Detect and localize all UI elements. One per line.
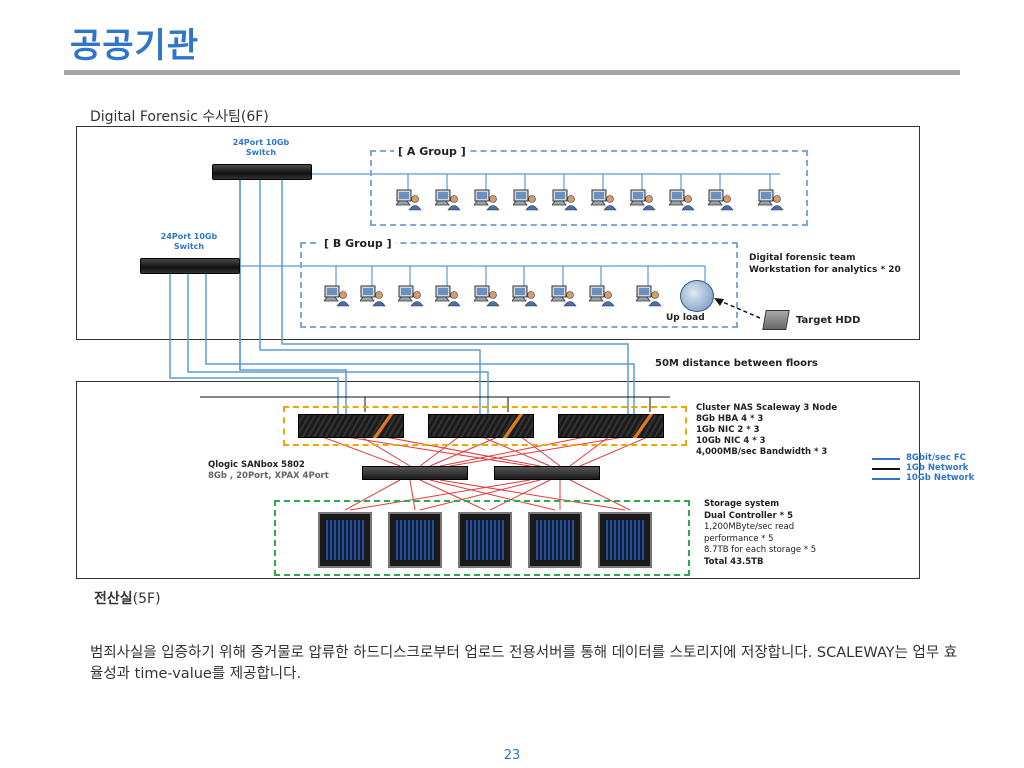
top-switch-label: 24Port 10Gb Switch <box>232 138 290 157</box>
top-switch <box>212 164 312 180</box>
page-number: 23 <box>503 748 521 763</box>
san-title: Qlogic SANbox 5802 <box>208 460 305 470</box>
workstation-icon <box>635 284 662 308</box>
workstation-icon <box>397 284 424 308</box>
title-divider <box>64 70 960 75</box>
workstation-icon <box>551 188 578 212</box>
san-switch-1 <box>362 466 468 480</box>
workstation-icon <box>550 284 577 308</box>
nas-node-2 <box>428 414 534 438</box>
storage-spec: 8.7TB for each storage * 5 <box>704 545 817 555</box>
upload-label: Up load <box>666 313 705 323</box>
a-group-box <box>370 150 808 226</box>
workstation-icon <box>511 284 538 308</box>
storage-group-box <box>274 500 690 576</box>
storage-unit-1 <box>318 512 372 568</box>
legend-label-1gb: 1Gb Network <box>906 463 969 473</box>
server-room-label-bold: 전산실 <box>94 591 133 607</box>
left-switch <box>140 258 240 274</box>
forensic-team-label: Digital Forensic 수사팀(6F) <box>90 109 269 125</box>
workstation-icon <box>757 188 784 212</box>
workstation-icon <box>668 188 695 212</box>
a-group-label: [ A Group ] <box>394 145 470 158</box>
nas-spec: 8Gb HBA 4 * 3 <box>696 414 764 424</box>
workstation-icon <box>588 284 615 308</box>
workstation-icon <box>434 284 461 308</box>
target-hdd-icon <box>762 310 790 330</box>
workstation-icon <box>707 188 734 212</box>
nas-spec: 1Gb NIC 2 * 3 <box>696 425 760 435</box>
team-note: Digital forensic team Workstation for an… <box>749 252 901 276</box>
page-title: 공공기관 <box>70 26 200 66</box>
storage-spec: performance * 5 <box>704 533 774 544</box>
workstation-icon <box>473 188 500 212</box>
left-switch-label: 24Port 10Gb Switch <box>160 232 218 251</box>
storage-spec: Total 43.5TB <box>704 556 764 567</box>
server-room-label: 전산실(5F) <box>94 588 161 608</box>
storage-spec-block: Storage system Dual Controller * 5 1,200… <box>704 499 816 568</box>
legend-line-fc <box>872 458 900 460</box>
nas-node-3 <box>558 414 664 438</box>
nas-node-1 <box>298 414 404 438</box>
storage-unit-5 <box>598 512 652 568</box>
legend-label-fc: 8Gbit/sec FC <box>906 453 966 463</box>
nas-spec: 4,000MB/sec Bandwidth * 3 <box>696 447 828 457</box>
workstation-icon <box>323 284 350 308</box>
b-group-label: [ B Group ] <box>320 237 396 250</box>
nas-spec: 10Gb NIC 4 * 3 <box>696 436 766 446</box>
storage-unit-3 <box>458 512 512 568</box>
workstation-icon <box>629 188 656 212</box>
workstation-icon <box>395 188 422 212</box>
legend-line-10gb <box>872 478 900 480</box>
description: 범죄사실을 입증하기 위해 증거물로 압류한 하드디스크로부터 업로드 전용서버… <box>90 645 958 682</box>
workstation-icon <box>590 188 617 212</box>
san-label: Qlogic SANbox 5802 8Gb , 20Port, XPAX 4P… <box>208 460 329 482</box>
storage-title: Storage system <box>704 499 780 509</box>
distance-note: 50M distance between floors <box>655 358 818 369</box>
team-note-line1: Digital forensic team <box>749 253 856 263</box>
b-group-box <box>300 242 738 328</box>
workstation-icon <box>473 284 500 308</box>
team-note-line2: Workstation for analytics * 20 <box>749 265 901 275</box>
storage-spec: Dual Controller * 5 <box>704 510 794 521</box>
legend-line-1gb <box>872 468 900 470</box>
storage-spec: 1,200MByte/sec read <box>704 522 795 532</box>
upload-server-icon <box>680 280 714 312</box>
workstation-icon <box>512 188 539 212</box>
workstation-icon <box>434 188 461 212</box>
nas-spec-block: Cluster NAS Scaleway 3 Node 8Gb HBA 4 * … <box>696 403 837 458</box>
san-sub: 8Gb , 20Port, XPAX 4Port <box>208 471 329 481</box>
storage-unit-2 <box>388 512 442 568</box>
workstation-icon <box>359 284 386 308</box>
server-room-label-floor: (5F) <box>132 591 161 607</box>
nas-group-box <box>283 406 687 446</box>
nas-title: Cluster NAS Scaleway 3 Node <box>696 403 838 413</box>
legend-label-10gb: 10Gb Network <box>906 473 975 483</box>
san-switch-2 <box>494 466 600 480</box>
target-hdd-label: Target HDD <box>796 315 861 326</box>
storage-unit-4 <box>528 512 582 568</box>
